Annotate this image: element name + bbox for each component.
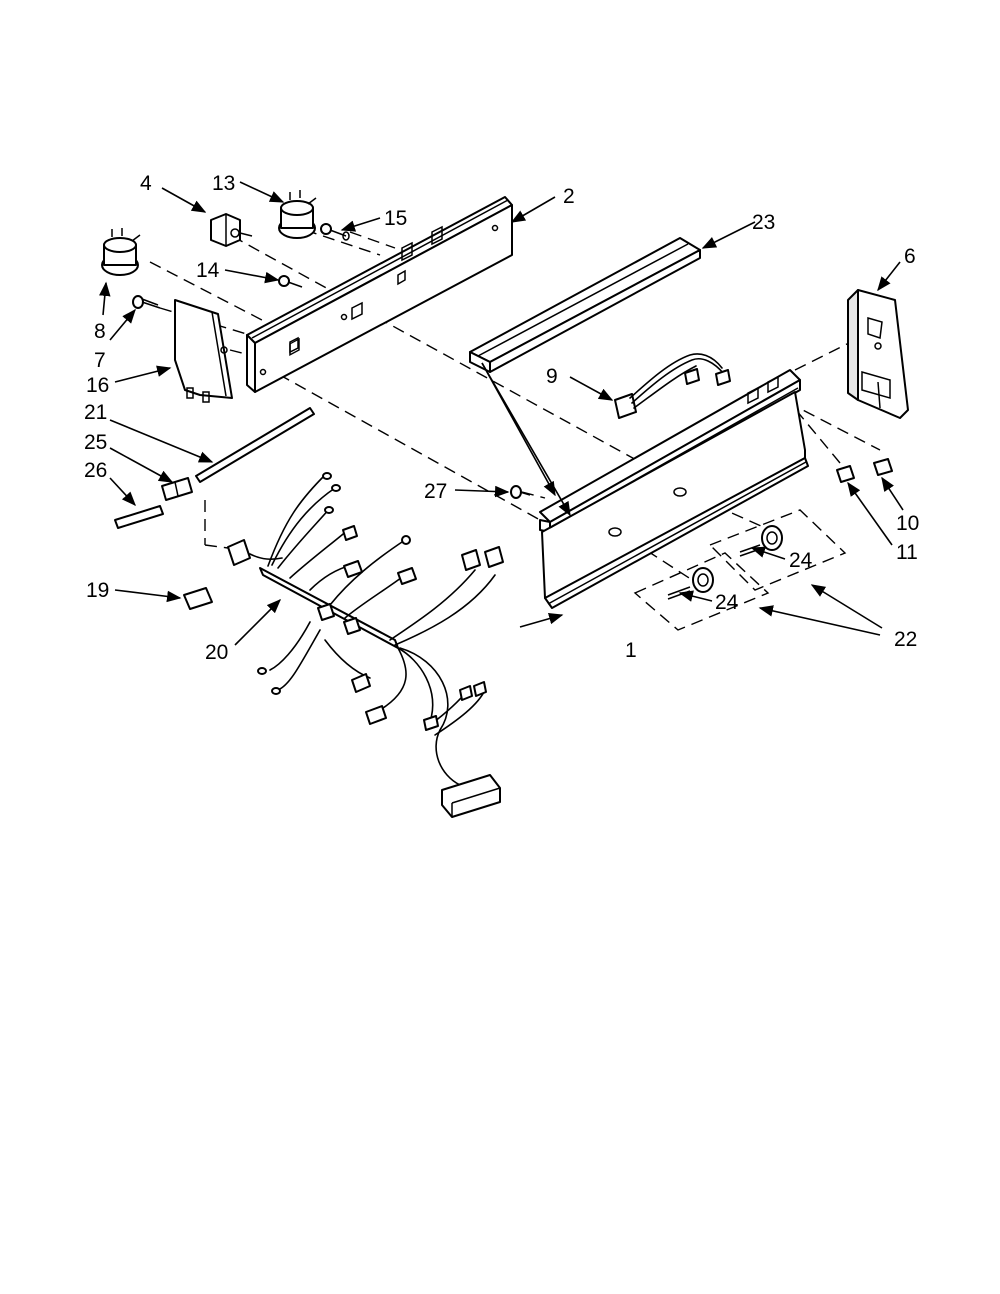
callout-22: 22 <box>894 628 917 651</box>
end-cap <box>847 289 909 419</box>
small-harness <box>614 353 731 419</box>
knob-lower <box>667 567 714 600</box>
connector-19 <box>183 587 213 610</box>
callout-8: 8 <box>94 320 106 343</box>
rod-assembly <box>114 407 315 529</box>
mounting-bracket <box>246 196 513 393</box>
top-trim-bar <box>469 237 701 373</box>
screw-7 <box>132 295 161 309</box>
callout-labels: 1 2 4 6 7 8 9 10 11 13 14 15 16 19 20 21… <box>84 172 919 664</box>
callout-16: 16 <box>86 374 109 397</box>
callout-24b: 24 <box>715 591 739 614</box>
callout-10: 10 <box>896 512 919 535</box>
callout-6: 6 <box>904 245 916 268</box>
screw-15 <box>320 223 350 241</box>
callout-15: 15 <box>384 207 407 230</box>
callout-19: 19 <box>86 579 109 602</box>
switch-13 <box>278 190 317 239</box>
screw-27 <box>510 485 531 499</box>
callout-9: 9 <box>546 365 558 388</box>
main-harness <box>227 472 504 818</box>
callout-arrows <box>99 181 904 646</box>
screws <box>132 223 531 499</box>
callout-4: 4 <box>140 172 152 195</box>
callout-1: 1 <box>625 639 637 662</box>
side-bracket-16 <box>174 299 233 403</box>
relay-4 <box>210 213 253 247</box>
screw-14 <box>278 275 303 288</box>
knobs-24 <box>667 525 783 600</box>
callout-27: 27 <box>424 480 447 503</box>
callout-2: 2 <box>563 185 575 208</box>
callout-20: 20 <box>205 641 228 664</box>
callout-24a: 24 <box>789 549 813 572</box>
callout-26: 26 <box>84 459 107 482</box>
callout-25: 25 <box>84 431 107 454</box>
callout-23: 23 <box>752 211 775 234</box>
callout-13: 13 <box>212 172 235 195</box>
callout-21: 21 <box>84 401 107 424</box>
switch-8 <box>101 228 141 276</box>
callout-11: 11 <box>896 541 918 564</box>
console-panel <box>539 369 809 609</box>
clips <box>836 458 893 483</box>
callout-7: 7 <box>94 349 106 372</box>
callout-14: 14 <box>196 259 220 282</box>
